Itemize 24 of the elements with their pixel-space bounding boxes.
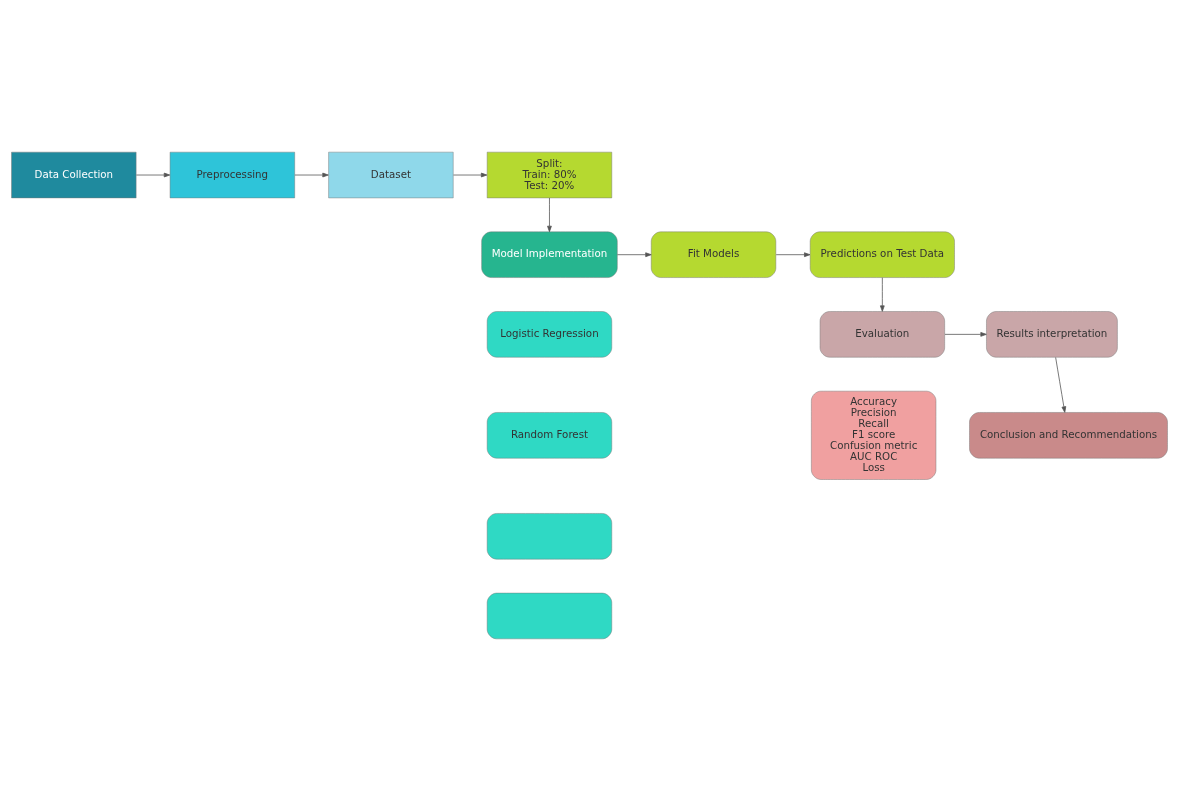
arrow (453, 172, 488, 177)
node-box: Conclusion and Recommendations (969, 411, 1168, 458)
node-box: Data Collection (11, 151, 137, 198)
node-box: Accuracy Precision Recall F1 score Confusion metric AUC ROC Loss (811, 390, 937, 480)
node-box: Random Forest (486, 411, 612, 458)
node-box: Results interpretation (986, 310, 1118, 357)
arrow (1055, 356, 1067, 413)
node-box: Preprocessing (169, 151, 295, 198)
arrow (880, 276, 885, 312)
arrow (294, 172, 329, 177)
node-box (486, 592, 612, 639)
node-box: Model Implementation (481, 231, 618, 278)
node-box: Split: Train: 80% Test: 20% (486, 151, 612, 198)
arrow (944, 331, 987, 337)
node-box: Dataset (328, 151, 454, 198)
arrow (775, 251, 811, 257)
node-box (486, 512, 612, 559)
node-box: Predictions on Test Data (809, 231, 955, 278)
arrow (135, 172, 171, 177)
node-box: Fit Models (651, 231, 777, 278)
node-box: Evaluation (819, 310, 945, 357)
arrow (547, 197, 552, 232)
arrow (617, 251, 652, 257)
node-box: Logistic Regression (486, 310, 612, 357)
